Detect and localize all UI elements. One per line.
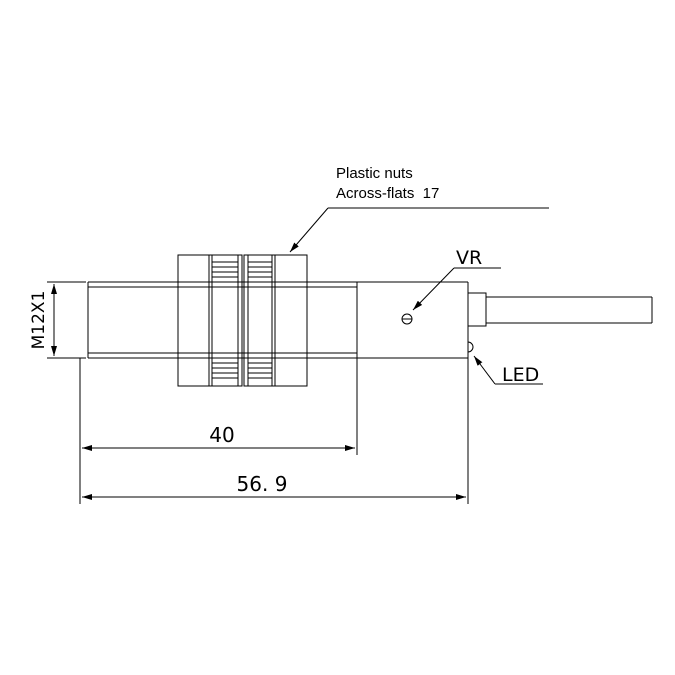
length-56-9-dimension [82,358,469,504]
leader-plastic-nuts [289,207,549,253]
thread-diameter-dimension [47,281,86,359]
vr-label: VR [456,247,482,269]
length-40-dimension [79,358,358,504]
led-icon [467,341,474,353]
length-40-value: 40 [209,423,234,447]
plastic-nut-right [243,254,308,387]
length-56-9-value: 56. 9 [237,472,288,496]
cable [467,292,653,327]
led-label: LED [502,364,539,386]
thread-size-label: M12X1 [29,291,49,350]
vr-potentiometer-icon [401,313,413,325]
across-flats-label: Across-flats 17 [336,185,439,202]
threaded-barrel [87,281,358,359]
leader-vr [412,267,501,311]
plastic-nuts-label: Plastic nuts [336,165,413,182]
leader-led [473,355,543,385]
plastic-nut-left [177,254,243,387]
sensor-body [357,281,469,359]
